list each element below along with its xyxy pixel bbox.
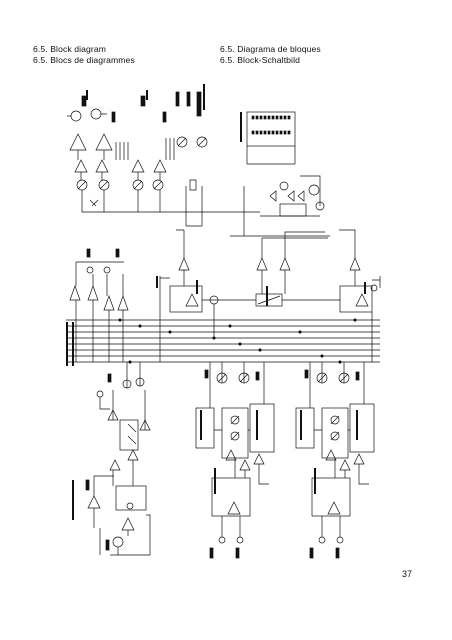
- input-stage-box: [311, 477, 351, 517]
- upper-input-section: [67, 91, 260, 227]
- amplifier-icon: [87, 495, 101, 509]
- amplifier-icon: [325, 449, 365, 471]
- heading-german: 6.5. Block-Schaltbild: [220, 55, 300, 65]
- potentiometer-icon: [330, 415, 340, 425]
- volume-control-left: [169, 285, 203, 313]
- eq-block: [119, 419, 139, 451]
- potentiometer-icon: [96, 390, 104, 398]
- amplifier-icon: [87, 284, 99, 301]
- connector-icon: [70, 110, 82, 122]
- filter-block: [195, 407, 215, 449]
- eq-block: [321, 407, 349, 459]
- amplifier-icon: [153, 159, 167, 173]
- connector-icon: [336, 536, 344, 544]
- amplifier-icon: [95, 159, 109, 173]
- connector-icon: [103, 266, 111, 274]
- potentiometer-icon: [230, 415, 240, 425]
- connector-icon: [86, 266, 94, 274]
- right-channel-strip: [295, 362, 375, 559]
- amplifier-icon: [121, 517, 135, 531]
- filter-block: [249, 403, 275, 453]
- filter-block: [349, 403, 375, 453]
- amplifier-icon: [69, 133, 87, 151]
- potentiometer-icon: [196, 136, 208, 148]
- potentiometer-arrow: [89, 199, 99, 207]
- potentiometer-icon: [230, 431, 240, 441]
- heading-english: 6.5. Block diagram: [33, 44, 106, 54]
- eq-block: [221, 407, 249, 459]
- page-number: 37: [402, 569, 413, 579]
- input-stage-box: [211, 477, 251, 517]
- connector-icon: [126, 502, 134, 510]
- main-mix-section: [66, 229, 381, 364]
- amplifier-icon: [117, 294, 129, 311]
- rotated-label-marks: [66, 84, 366, 520]
- amplifier-icon: [107, 409, 151, 471]
- potentiometer-icon: [152, 179, 164, 191]
- amplifier-icon: [227, 501, 241, 515]
- amplifier-icon: [178, 257, 361, 271]
- connector-icon: [318, 536, 326, 544]
- connector-icon: [308, 184, 320, 196]
- connector-icon: [112, 536, 124, 548]
- amplifier-icon: [103, 294, 115, 311]
- header-right: 6.5. Diagrama de bloques 6.5. Block-Scha…: [220, 44, 321, 66]
- connector-icon: [90, 108, 102, 120]
- mix-bus: [66, 319, 380, 363]
- upper-right-section: [230, 111, 330, 237]
- heading-spanish: 6.5. Diagrama de bloques: [220, 44, 321, 54]
- amplifier-icon: [269, 190, 305, 202]
- amplifier-icon: [74, 159, 88, 173]
- potentiometer-icon: [330, 431, 340, 441]
- middle-channel-strip: [195, 362, 275, 559]
- header-left: 6.5. Block diagram 6.5. Blocs de diagram…: [33, 44, 135, 66]
- heading-french: 6.5. Blocs de diagrammes: [33, 55, 135, 65]
- potentiometer-icon: [279, 181, 289, 191]
- left-channel-strip: [85, 362, 151, 556]
- connector-icon: [218, 536, 226, 544]
- amplifier-icon: [95, 133, 113, 151]
- connector-icon: [236, 536, 244, 544]
- filter-block: [295, 407, 315, 449]
- amplifier-icon: [225, 449, 265, 471]
- volume-control-right: [339, 285, 373, 313]
- level-meter: [246, 111, 296, 147]
- potentiometer-icon: [176, 136, 188, 148]
- potentiometer-icon: [370, 284, 378, 292]
- amplifier-icon: [69, 284, 81, 301]
- amplifier-icon: [131, 159, 145, 173]
- amplifier-icon: [327, 501, 341, 515]
